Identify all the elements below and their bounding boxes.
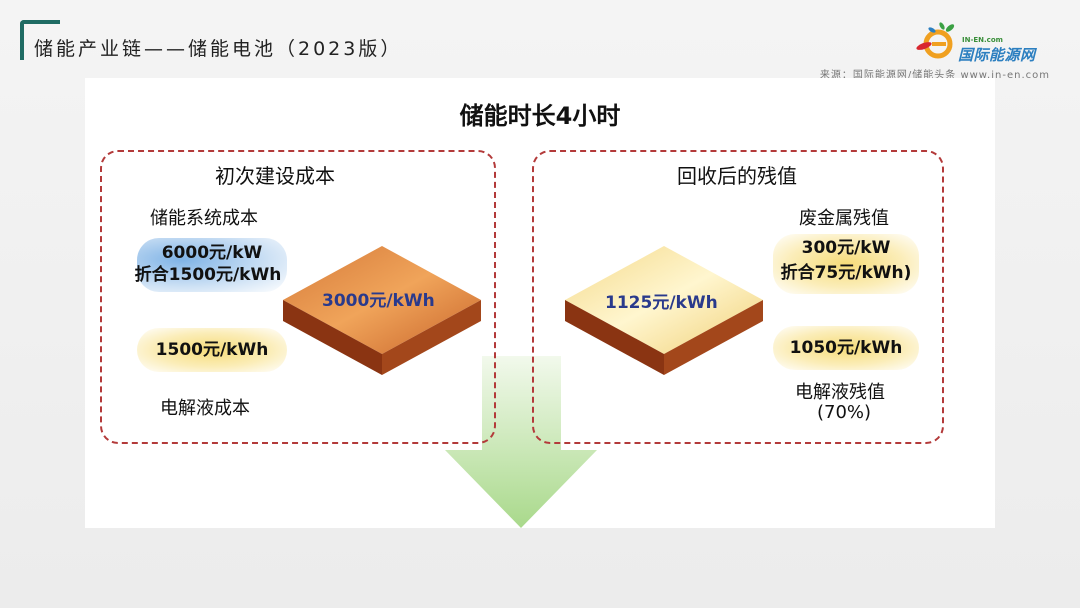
electrolyte-cost-badge: 1500元/kWh	[137, 328, 287, 372]
initial-cost-group	[100, 150, 496, 444]
metal-residual-per-kw: 300元/kW	[801, 238, 891, 258]
electrolyte-residual-percent: (70%)	[817, 402, 872, 423]
header-bracket	[20, 20, 60, 60]
brand-name: 国际能源网	[958, 46, 1036, 64]
residual-value-group	[532, 150, 944, 444]
system-cost-label: 储能系统成本	[150, 208, 258, 229]
sun-logo-icon	[916, 22, 955, 59]
diagram-heading: 储能时长4小时	[459, 102, 621, 130]
electrolyte-cost-label: 电解液成本	[160, 398, 250, 419]
system-cost-per-kwh: 折合1500元/kWh	[134, 265, 282, 285]
brand-logo	[906, 20, 1056, 66]
system-cost-per-kw: 6000元/kW	[161, 243, 263, 263]
electrolyte-residual-label: 电解液残值	[795, 382, 885, 403]
initial-cost-total: 3000元/kWh	[322, 291, 435, 311]
diagram-panel: 储能时长4小时 初次建设成本 储能系统成本 6000元/kW 折合1500元/k…	[85, 78, 995, 528]
metal-residual-per-kwh: 折合75元/kWh)	[780, 263, 912, 283]
metal-residual-label: 废金属残值	[799, 208, 889, 229]
source-citation: 来源：国际能源网/储能头条 www.in-en.com	[819, 70, 1050, 81]
residual-value-total: 1125元/kWh	[605, 293, 718, 313]
electrolyte-residual-badge: 1050元/kWh	[773, 326, 919, 370]
diagram-shapes	[283, 246, 763, 528]
initial-cost-title: 初次建设成本	[215, 164, 335, 188]
residual-value-title: 回收后的残值	[677, 164, 797, 188]
page-title: 储能产业链——储能电池（2023版）	[34, 38, 403, 60]
system-cost-badge: 6000元/kW 折合1500元/kWh	[135, 238, 287, 292]
residual-value-slab	[565, 246, 763, 375]
initial-cost-slab	[283, 246, 481, 375]
down-arrow-icon	[445, 356, 597, 528]
brand-domain: IN-EN.com	[962, 36, 1003, 44]
metal-residual-badge: 300元/kW 折合75元/kWh)	[773, 234, 919, 294]
